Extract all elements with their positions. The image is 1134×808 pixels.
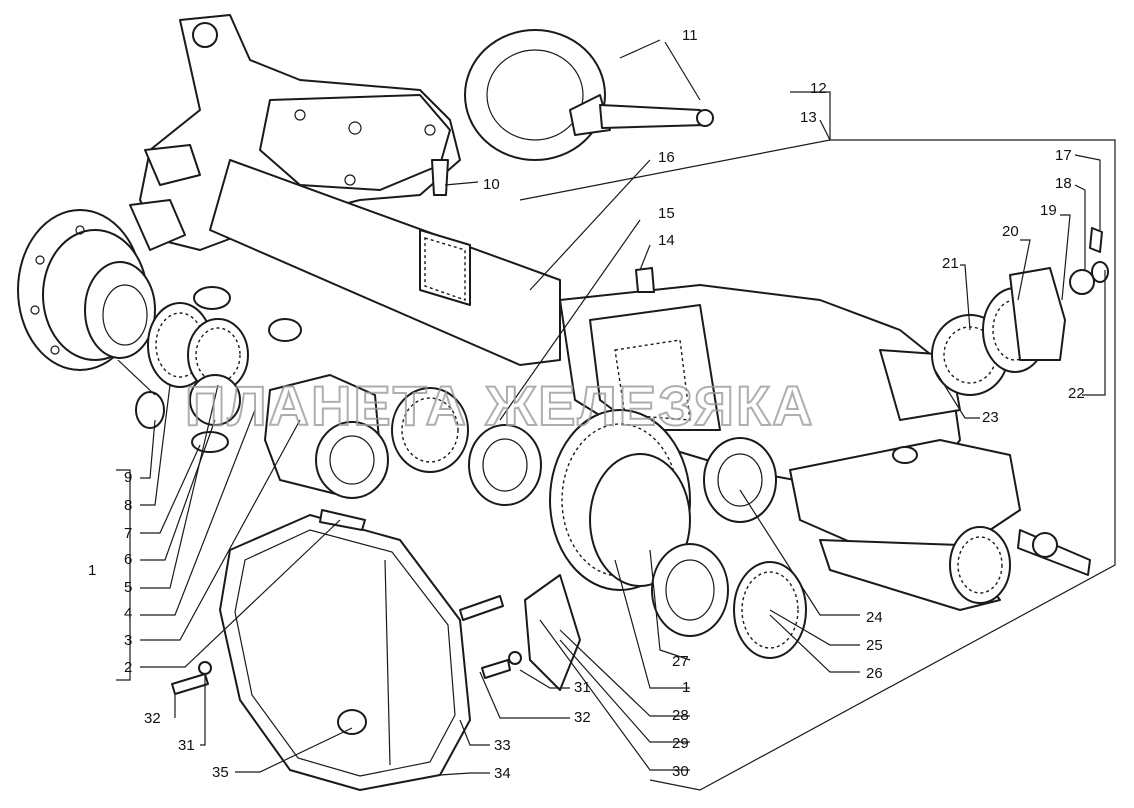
callout-18: 18: [1055, 175, 1072, 192]
callout-1-right: 1: [682, 679, 690, 696]
callout-10: 10: [483, 176, 500, 193]
leader-lines: [116, 39, 1116, 791]
callout-13: 13: [800, 109, 817, 126]
callout-4: 4: [124, 605, 132, 622]
callout-17: 17: [1055, 147, 1072, 164]
callout-5: 5: [124, 579, 132, 596]
callout-1-left: 1: [88, 562, 96, 579]
callout-25: 25: [866, 637, 883, 654]
callout-26: 26: [866, 665, 883, 682]
callout-labels: 1 2 3 4 5 6 7 8 9 10 11 12 13 16 15 14 1…: [88, 27, 1085, 782]
differential-gears-left: [135, 286, 542, 506]
callout-28: 28: [672, 707, 689, 724]
callout-31-right: 31: [574, 679, 591, 696]
differential-cover: [219, 514, 471, 791]
callout-19: 19: [1040, 202, 1057, 219]
callout-32-right: 32: [574, 709, 591, 726]
callout-11: 11: [682, 27, 698, 44]
axle-beam-right: [789, 439, 1091, 611]
fittings: [431, 159, 655, 293]
callout-32-left: 32: [144, 710, 161, 727]
callout-14: 14: [658, 232, 675, 249]
callout-20: 20: [1002, 223, 1019, 240]
callout-27: 27: [672, 653, 689, 670]
callout-29: 29: [672, 735, 689, 752]
callout-22: 22: [1068, 385, 1085, 402]
bolts: [171, 509, 522, 695]
axle-beam-left: [129, 14, 561, 366]
callout-34: 34: [494, 765, 511, 782]
callout-2: 2: [124, 659, 132, 676]
callout-35: 35: [212, 764, 229, 781]
callout-31-left: 31: [178, 737, 195, 754]
right-hub-parts: [931, 227, 1109, 396]
callout-15: 15: [658, 205, 675, 222]
callout-9: 9: [124, 469, 132, 486]
callout-6: 6: [124, 551, 132, 568]
callout-3: 3: [124, 632, 132, 649]
callout-7: 7: [124, 525, 132, 542]
callout-33: 33: [494, 737, 511, 754]
callout-8: 8: [124, 497, 132, 514]
watermark: ПЛАНЕТА ЖЕЛЕЗЯКА: [185, 374, 815, 437]
callout-30: 30: [672, 763, 689, 780]
hub-flange: [17, 209, 156, 371]
callout-23: 23: [982, 409, 999, 426]
callout-21: 21: [942, 255, 959, 272]
callout-24: 24: [866, 609, 883, 626]
callout-16: 16: [658, 149, 675, 166]
drive-pinion: [464, 29, 714, 161]
callout-12: 12: [810, 80, 827, 97]
